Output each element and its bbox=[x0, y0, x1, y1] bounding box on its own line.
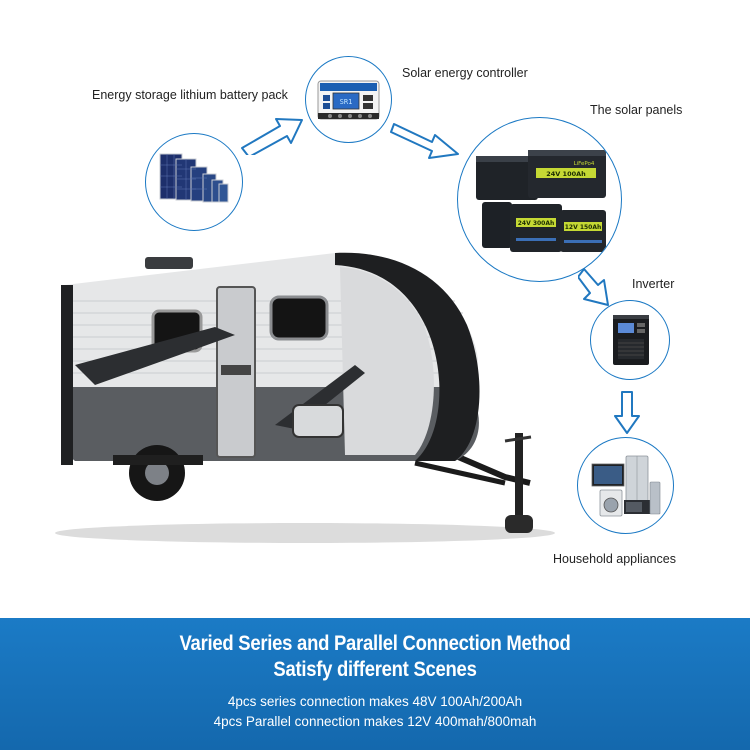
label-battery-pack: Energy storage lithium battery pack bbox=[92, 88, 288, 102]
rv-trailer-image bbox=[55, 252, 555, 543]
solar-panel-icon bbox=[159, 153, 229, 203]
label-solar-controller: Solar energy controller bbox=[402, 66, 528, 80]
arrow-to-inverter bbox=[578, 268, 609, 306]
solar-controller-circle: SR1 bbox=[305, 56, 392, 143]
battery-pack-circle: 24V 100Ah LiFePo4 24V 300Ah 12V 150Ah bbox=[457, 117, 622, 282]
arrow-to-controller bbox=[241, 118, 303, 155]
banner-parallel-text: 4pcs Parallel connection makes 12V 400ma… bbox=[213, 714, 537, 729]
appliances-icon bbox=[591, 455, 661, 517]
battery-badge-2: 24V 300Ah bbox=[518, 220, 555, 227]
battery-badge-3: 12V 150Ah bbox=[565, 224, 602, 231]
inverter-icon bbox=[613, 315, 649, 365]
label-solar-panels: The solar panels bbox=[590, 103, 683, 117]
battery-brand: LiFePo4 bbox=[574, 161, 595, 167]
arrow-to-appliances bbox=[614, 391, 640, 434]
label-household-appliances: Household appliances bbox=[553, 552, 677, 566]
battery-badge-1: 24V 100Ah bbox=[546, 170, 586, 178]
arrow-to-batteries bbox=[390, 123, 459, 159]
appliances-circle bbox=[577, 437, 674, 534]
battery-icon: 24V 100Ah LiFePo4 24V 300Ah 12V 150Ah bbox=[476, 150, 606, 252]
info-banner: Varied Series and Parallel Connection Me… bbox=[0, 618, 750, 750]
solar-panels-circle bbox=[145, 133, 243, 231]
banner-series-text: 4pcs series connection makes 48V 100Ah/2… bbox=[227, 694, 523, 709]
banner-headline-1: Varied Series and Parallel Connection Me… bbox=[179, 632, 571, 655]
controller-icon: SR1 bbox=[317, 80, 380, 120]
banner-headline-2: Satisfy different Scenes bbox=[273, 658, 477, 681]
inverter-circle bbox=[590, 300, 670, 380]
label-inverter: Inverter bbox=[632, 277, 675, 291]
controller-display-text: SR1 bbox=[340, 98, 353, 106]
